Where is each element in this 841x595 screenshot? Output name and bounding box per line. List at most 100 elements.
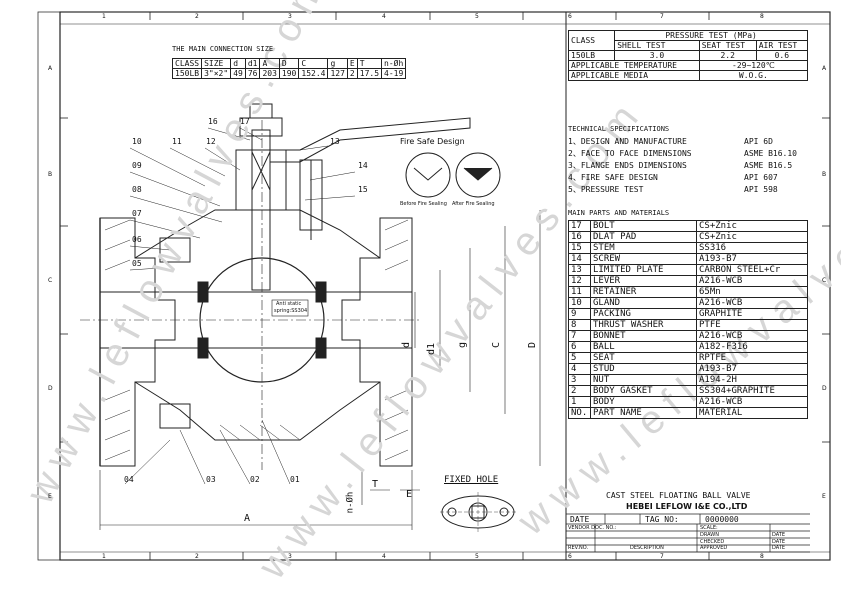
outer-frame xyxy=(37,11,831,561)
tech-item-label: 3、FLANGE ENDS DIMENSIONS xyxy=(568,161,687,170)
part-material: PTFE xyxy=(696,319,808,331)
callout: 08 xyxy=(132,185,142,194)
tech-item-value: API 6D xyxy=(744,137,773,146)
header-cell: n-Øh xyxy=(381,58,407,69)
part-material: 65Mn xyxy=(696,286,808,298)
fixed-hole-label: FIXED HOLE xyxy=(444,475,499,485)
part-material: A216-WCB xyxy=(696,297,808,309)
part-material: SS304+GRAPHITE xyxy=(696,385,808,397)
scale-label: SCALE: xyxy=(700,525,718,531)
tag-label: TAG NO: xyxy=(645,515,679,524)
callout: 09 xyxy=(132,161,142,170)
header-cell: PART NAME xyxy=(590,407,697,419)
header-cell: D xyxy=(278,58,300,69)
anti-static-label: Anti static xyxy=(276,301,302,307)
callout: 13 xyxy=(330,137,340,146)
pressure-title: PRESSURE TEST (MPa) xyxy=(614,30,808,41)
callout: 17 xyxy=(240,117,250,126)
callout: 10 xyxy=(132,137,142,146)
callout: 12 xyxy=(206,137,216,146)
temp-value: -29~120℃ xyxy=(698,60,809,71)
header-cell: E xyxy=(346,58,358,69)
tech-item-value: ASME B16.10 xyxy=(744,149,797,158)
approved-label: APPROVED xyxy=(700,545,728,551)
tech-title: TECHNICAL SPECIFICATIONS xyxy=(568,125,670,133)
callout: 16 xyxy=(208,117,218,126)
value-cell: 3.0 xyxy=(614,50,700,61)
callout: 06 xyxy=(132,235,142,244)
part-material: CARBON STEEL+Cr xyxy=(696,264,808,276)
part-name: BOLT xyxy=(590,220,697,232)
header-cell: CLASS xyxy=(171,58,203,69)
value-cell: 76 xyxy=(244,68,261,79)
anti-static-label: spring:SS304 xyxy=(274,308,308,314)
pressure-test-table: CLASS PRESSURE TEST (MPa) SHELL TEST SEA… xyxy=(567,30,809,81)
description-label: DESCRIPTION xyxy=(630,545,664,551)
part-no: 17 xyxy=(568,220,591,232)
tech-item-label: 2、FACE TO FACE DIMENSIONS xyxy=(568,149,692,158)
value-cell: 190 xyxy=(278,68,300,79)
header-cell: AIR TEST xyxy=(755,40,809,51)
part-no: 1 xyxy=(568,396,591,408)
value-cell: 49 xyxy=(230,68,246,79)
part-no: 5 xyxy=(568,352,591,364)
part-no: 8 xyxy=(568,319,591,331)
parts-title: MAIN PARTS AND MATERIALS xyxy=(568,209,670,217)
part-name: BALL xyxy=(590,341,697,353)
part-no: 16 xyxy=(568,231,591,243)
callout: 07 xyxy=(132,209,142,218)
part-no: 4 xyxy=(568,363,591,375)
dim-label: E xyxy=(406,489,413,500)
part-material: CS+Znic xyxy=(696,220,808,232)
dim-label: C xyxy=(491,341,503,349)
header-cell: NO. xyxy=(568,407,591,419)
dim-label: D xyxy=(527,341,539,349)
part-name: BODY GASKET xyxy=(590,385,697,397)
value-cell: 2 xyxy=(346,68,358,79)
part-name: BODY xyxy=(590,396,697,408)
value-cell: 150LB xyxy=(567,50,616,61)
part-material: CS+Znic xyxy=(696,231,808,243)
part-name: LIMITED PLATE xyxy=(590,264,697,276)
tech-item-label: 4、FIRE SAFE DESIGN xyxy=(568,173,658,182)
part-name: NUT xyxy=(590,374,697,386)
header-cell: MATERIAL xyxy=(696,407,808,419)
part-material: GRAPHITE xyxy=(696,308,808,320)
part-no: 6 xyxy=(568,341,591,353)
after-fire-label: After Fire Sealing xyxy=(452,201,495,207)
valve-section-view xyxy=(80,103,541,532)
part-no: 2 xyxy=(568,385,591,397)
header-cell: SEAT TEST xyxy=(698,40,757,51)
dim-label: A xyxy=(244,513,251,524)
fixed-hole-view xyxy=(440,492,516,532)
connection-table-title: THE MAIN CONNECTION SIZE xyxy=(172,45,274,53)
part-name: STEM xyxy=(590,242,697,254)
part-material: A216-WCB xyxy=(696,275,808,287)
part-name: SEAT xyxy=(590,352,697,364)
date-col-label: DATE xyxy=(772,532,786,538)
rev-label: REV.NO. xyxy=(568,545,589,551)
part-no: 11 xyxy=(568,286,591,298)
part-material: A193-B7 xyxy=(696,363,808,375)
company-name: HEBEI LEFLOW I&E CO.,LTD xyxy=(626,502,748,511)
part-material: A194-2H xyxy=(696,374,808,386)
fire-safe-label: Fire Safe Design xyxy=(400,137,465,146)
dim-label: d1 xyxy=(426,342,438,356)
part-no: 12 xyxy=(568,275,591,287)
dim-label: n-Øh xyxy=(345,491,356,514)
value-cell: 152.4 xyxy=(298,68,329,79)
value-cell: 4-19 xyxy=(381,68,407,79)
value-cell: 17.5 xyxy=(356,68,383,79)
